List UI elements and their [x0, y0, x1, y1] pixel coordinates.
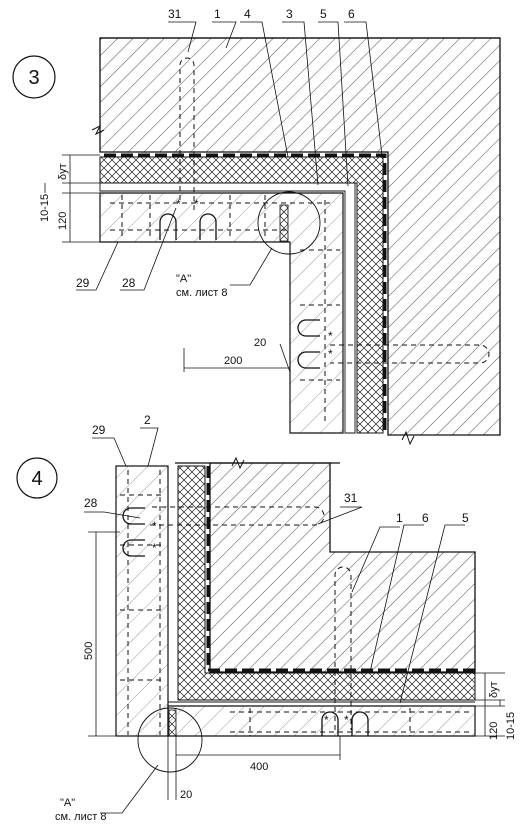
callout-A-circle	[257, 191, 321, 255]
callout-6: 6	[348, 7, 355, 21]
callout-6: 6	[422, 511, 429, 525]
detail-4: 4 * * * *	[16, 413, 517, 823]
detail-3: 3 * * * *	[12, 7, 501, 446]
svg-text:200: 200	[224, 355, 242, 367]
svg-text:"A": "A"	[60, 797, 75, 809]
svg-text:*: *	[152, 541, 157, 555]
detail-4-number: 4	[31, 468, 42, 490]
svg-text:120: 120	[57, 212, 69, 230]
detail-3-number: 3	[28, 67, 39, 89]
detail-4-marker	[16, 457, 58, 499]
svg-text:20: 20	[254, 337, 266, 349]
panel-29	[99, 192, 344, 434]
joint-seal	[279, 204, 289, 242]
svg-text:*: *	[324, 713, 329, 727]
callout-29: 29	[92, 423, 106, 437]
svg-text:10-15: 10-15	[505, 712, 517, 740]
svg-text:*: *	[194, 197, 199, 211]
svg-text:*: *	[328, 329, 333, 343]
callout-1: 1	[396, 511, 403, 525]
callout-A-circle	[137, 707, 203, 773]
callout-28: 28	[122, 276, 136, 290]
svg-text:*: *	[176, 197, 181, 211]
air-gap-3	[99, 182, 356, 434]
callout-29: 29	[76, 276, 90, 290]
svg-text:10-15: 10-15	[39, 194, 51, 222]
break-mark	[91, 124, 105, 136]
svg-text:*: *	[328, 347, 333, 361]
callout-4: 4	[244, 7, 251, 21]
svg-text:см. лист 8: см. лист 8	[176, 287, 227, 299]
callout-3: 3	[286, 7, 293, 21]
svg-text:400: 400	[250, 761, 268, 773]
svg-text:δут: δут	[57, 163, 69, 180]
svg-text:"A": "A"	[176, 273, 191, 285]
svg-text:см. лист 8: см. лист 8	[55, 811, 106, 823]
svg-text:500: 500	[83, 642, 95, 660]
break-mark	[401, 430, 415, 446]
svg-text:*: *	[152, 519, 157, 533]
callout-5: 5	[462, 511, 469, 525]
callout-5: 5	[320, 7, 327, 21]
callout-31: 31	[168, 7, 182, 21]
membrane-6	[206, 466, 475, 672]
svg-text:20: 20	[180, 789, 192, 801]
callout-1: 1	[214, 7, 221, 21]
callout-2: 2	[144, 413, 151, 427]
membrane-6	[104, 153, 387, 430]
svg-text:*: *	[344, 713, 349, 727]
callout-28: 28	[84, 496, 98, 510]
joint-seal	[168, 709, 177, 737]
svg-text:120: 120	[488, 722, 500, 740]
callout-31: 31	[344, 491, 358, 505]
svg-text:δут: δут	[488, 681, 500, 698]
break-mark	[231, 456, 245, 470]
detail-3-marker	[12, 55, 56, 99]
